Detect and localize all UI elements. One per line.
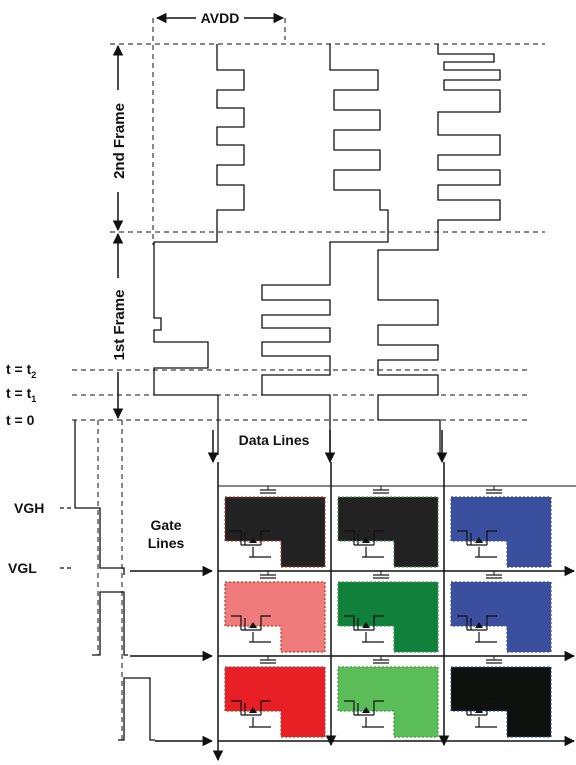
data-waveform-2 xyxy=(261,44,389,455)
data-waveform-3 xyxy=(377,44,501,455)
pixel-cell-r1-c2 xyxy=(337,486,439,568)
t2-label: t = t2 xyxy=(6,361,36,380)
tft-drain-lead xyxy=(260,700,271,715)
avdd-label: AVDD xyxy=(201,10,240,26)
gate-lines xyxy=(130,565,576,747)
pixel-cell-r1-c3 xyxy=(450,486,552,568)
t1-label: t = t1 xyxy=(6,385,36,404)
pixel-cell-r1-c1 xyxy=(224,486,326,568)
pixel-electrode xyxy=(224,581,326,653)
pixel-cell-r2-c3 xyxy=(450,571,552,653)
tft-source-lead xyxy=(231,530,242,545)
pixel-electrode xyxy=(337,666,439,738)
first-frame-label: 1st Frame xyxy=(111,290,128,361)
tft-arrow-icon xyxy=(362,622,370,628)
tft-arrow-icon xyxy=(475,537,483,543)
tft-drain-lead xyxy=(373,530,384,545)
tft-source-lead xyxy=(344,530,355,545)
vgh-label: VGH xyxy=(14,500,44,516)
t0-label: t = 0 xyxy=(6,412,35,428)
tft-transistor-icon xyxy=(231,615,271,643)
tft-transistor-icon xyxy=(457,615,497,643)
gate-waveform-3 xyxy=(118,677,155,741)
pixel-electrode xyxy=(337,496,439,568)
gate-lines-label-1: Gate xyxy=(150,517,181,533)
tft-drain-lead xyxy=(486,700,497,715)
tft-drain-lead xyxy=(486,530,497,545)
pixel-cell-r3-c1 xyxy=(224,656,326,738)
tft-transistor-icon xyxy=(457,530,497,558)
gate-lines-label-2: Lines xyxy=(148,535,185,551)
tft-source-lead xyxy=(344,700,355,715)
tft-drain-lead xyxy=(486,615,497,630)
tft-transistor-icon xyxy=(344,700,384,728)
frame-boundary-lines xyxy=(72,18,545,740)
gate-waveform-2 xyxy=(92,591,128,656)
tft-source-lead xyxy=(457,615,468,630)
tft-arrow-icon xyxy=(249,622,257,628)
pixel-cell-r2-c1 xyxy=(224,571,326,653)
tft-arrow-icon xyxy=(362,537,370,543)
tft-source-lead xyxy=(457,530,468,545)
tft-transistor-icon xyxy=(457,700,497,728)
tft-arrow-icon xyxy=(475,707,483,713)
data-lines xyxy=(207,430,450,762)
tft-arrow-icon xyxy=(362,707,370,713)
gate-waveforms xyxy=(74,420,155,741)
gate-waveform-1 xyxy=(74,420,125,575)
tft-drain-lead xyxy=(373,615,384,630)
data-waveforms xyxy=(153,44,501,455)
tft-transistor-icon xyxy=(231,700,271,728)
tft-arrow-icon xyxy=(249,707,257,713)
tft-transistor-icon xyxy=(231,530,271,558)
tft-source-lead xyxy=(231,700,242,715)
tft-arrow-icon xyxy=(249,537,257,543)
pixel-electrode xyxy=(450,496,552,568)
pixel-cell-r3-c3 xyxy=(450,656,552,738)
pixel-electrode xyxy=(450,581,552,653)
tft-transistor-icon xyxy=(344,615,384,643)
data-waveform-1 xyxy=(153,44,245,455)
tft-drain-lead xyxy=(373,700,384,715)
pixel-electrode xyxy=(224,496,326,568)
tft-drain-lead xyxy=(260,615,271,630)
pixel-electrode xyxy=(450,666,552,738)
pixel-electrode xyxy=(337,581,439,653)
vgl-label: VGL xyxy=(8,560,37,576)
tft-transistor-icon xyxy=(344,530,384,558)
tft-source-lead xyxy=(457,700,468,715)
pixel-cell-r2-c2 xyxy=(337,571,439,653)
tft-source-lead xyxy=(344,615,355,630)
tft-drain-lead xyxy=(260,530,271,545)
pixel-array xyxy=(224,486,552,738)
tft-arrow-icon xyxy=(475,622,483,628)
data-lines-label: Data Lines xyxy=(239,432,310,448)
pixel-electrode xyxy=(224,666,326,738)
tft-source-lead xyxy=(231,615,242,630)
second-frame-label: 2nd Frame xyxy=(111,103,128,179)
pixel-cell-r3-c2 xyxy=(337,656,439,738)
